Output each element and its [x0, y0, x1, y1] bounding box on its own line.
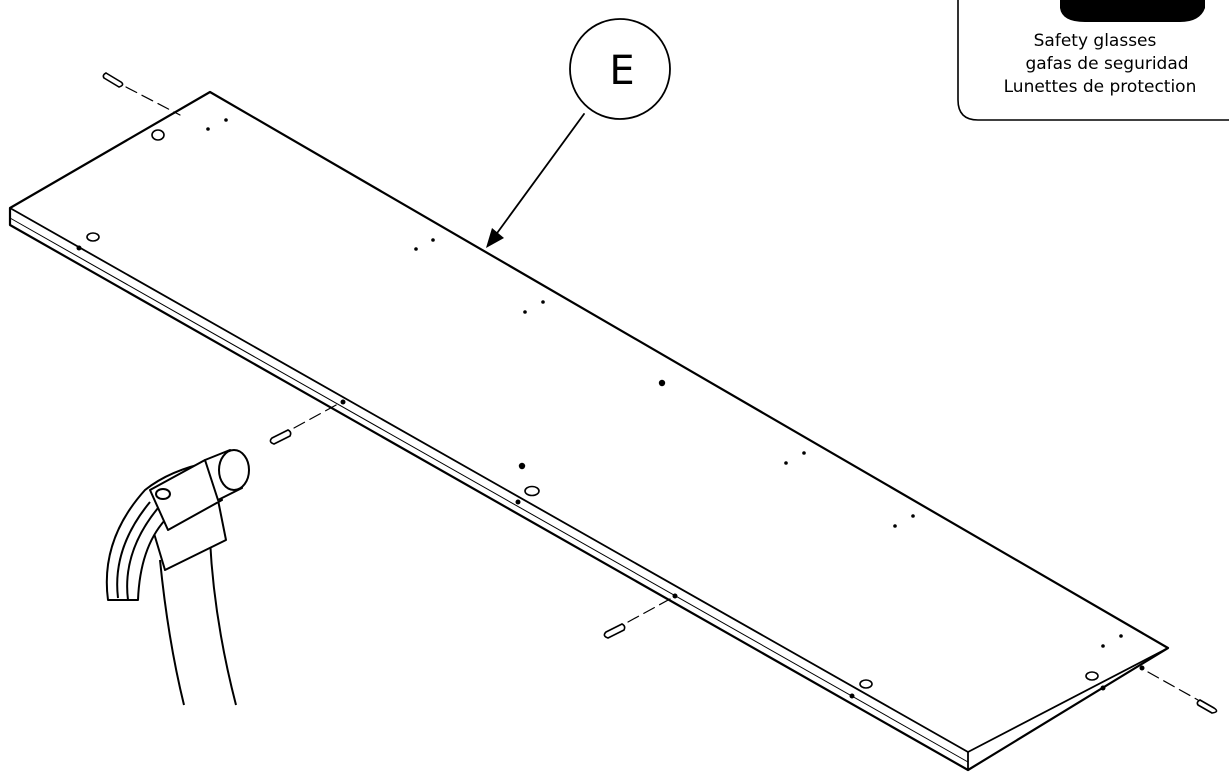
safety-glasses-icon: [1060, 0, 1205, 22]
callout-e: E: [486, 18, 671, 248]
shelf-pin-holes: [76, 118, 1145, 699]
shelf-holes: [86, 129, 1099, 689]
dowel-1: [102, 72, 181, 116]
callout-arrowhead: [486, 228, 504, 248]
dowel-2: [269, 403, 339, 445]
safety-glasses-panel: Safety glasses gafas de seguridad Lunett…: [957, 0, 1229, 121]
dowel-3: [603, 598, 671, 639]
dowel-4: [1147, 671, 1218, 714]
hammer-icon: [105, 449, 250, 706]
safety-text-es: gafas de seguridad: [1025, 54, 1188, 74]
callout-leader-line: [491, 113, 585, 241]
shelf-board: [8, 90, 1170, 772]
safety-text-fr: Lunettes de protection: [1004, 77, 1197, 97]
safety-text-en: Safety glasses: [1034, 31, 1157, 51]
callout-label: E: [609, 48, 634, 94]
